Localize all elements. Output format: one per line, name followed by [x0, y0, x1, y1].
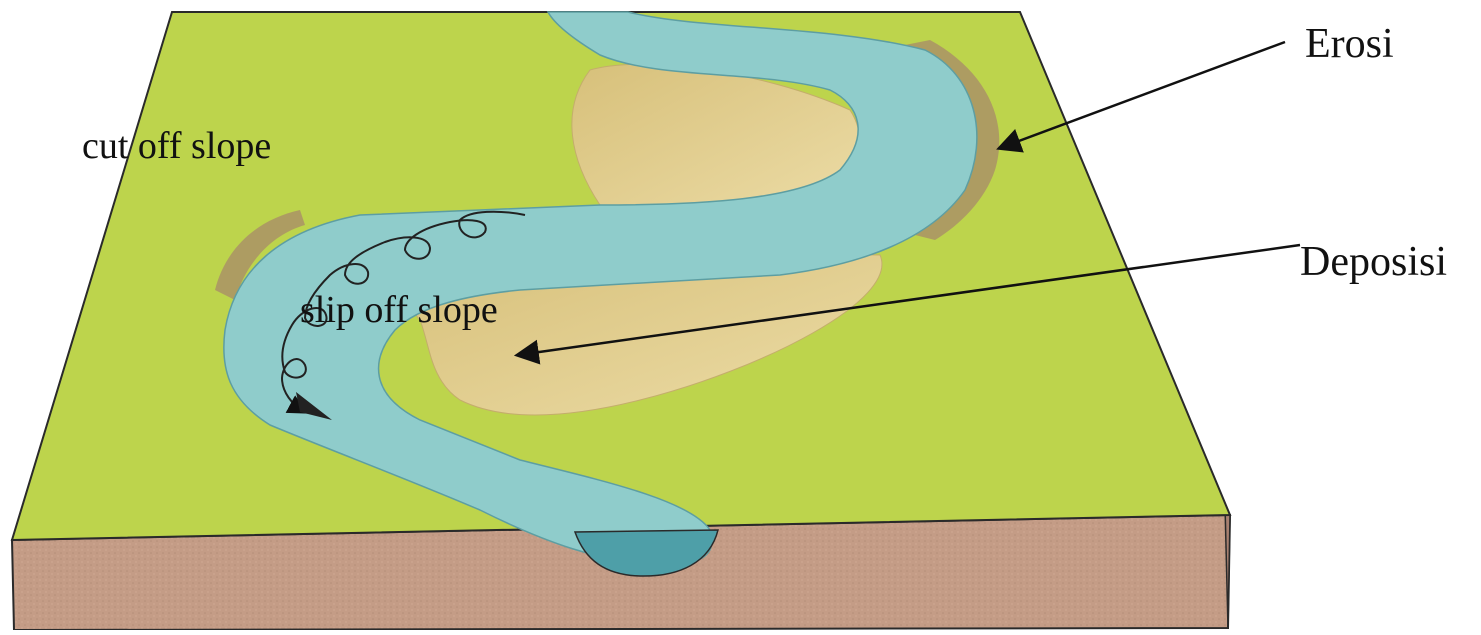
label-erosi: Erosi [1305, 21, 1394, 67]
label-deposisi: Deposisi [1300, 239, 1447, 285]
label-slip-off-slope: slip off slope [300, 289, 498, 331]
label-cut-off-slope: cut off slope [82, 125, 271, 167]
